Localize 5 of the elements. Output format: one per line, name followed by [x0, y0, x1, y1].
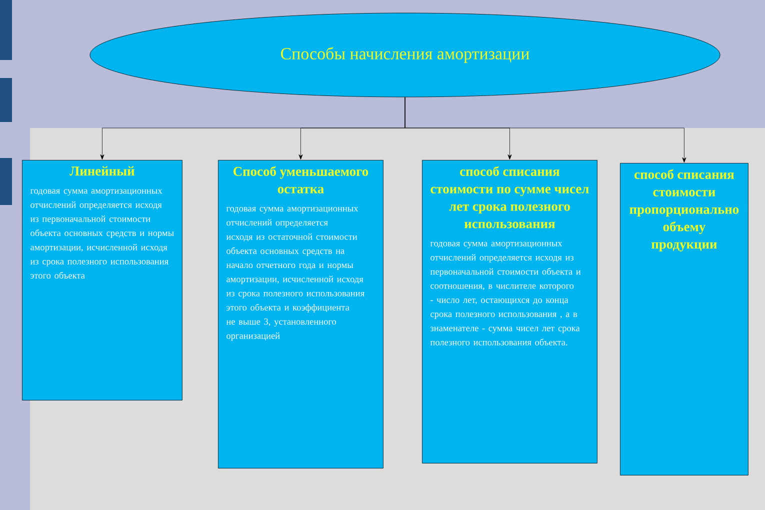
method-box: Линейный годовая сумма амортизационных отчислений определяется исходя из первоначальной стоимости объекта основных средств и нормы амортизации, исчисленной исходя из срока полезного использования этого объекта	[22, 160, 182, 400]
method-box: способ списания стоимости пропорционально объему продукции	[620, 163, 748, 476]
arrow	[404, 97, 686, 163]
method-box: способ списания стоимости по сумме чисел лет срока полезного использования годовая сумма амортизационных отчислений определяется исходя из первоначальной стоимости объекта и соотношения, в числителе которого - число лет, остающихся до конца срока полезного использования , а в знаменателе - сумма чисел лет срока полезного использования объекта.	[422, 160, 598, 464]
method-box: Способ уменьшаемого остатка годовая сумма амортизационных отчислений определяется исходя из остаточной стоимости объекта основных средств на начало отчетного года и нормы амортизации, исчисленной исходя из срока полезного использования этого объекта и коэффициента не выше 3, установленного организацией	[218, 160, 384, 468]
